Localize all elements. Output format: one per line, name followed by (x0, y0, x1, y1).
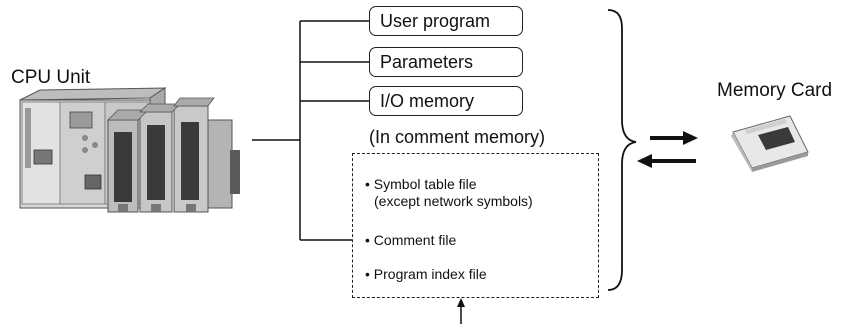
arrow-from-card-head (637, 154, 652, 168)
comment-memory-box (352, 153, 599, 298)
io-memory-label: I/O memory (380, 90, 475, 111)
user-program-label: User program (380, 10, 491, 31)
curly-brace (607, 9, 637, 291)
comment-file-name: Symbol table file (373, 176, 477, 192)
bullet-glyph: • (365, 176, 370, 192)
arrow-to-card-head (683, 131, 698, 145)
comment-file-item: • Symbol table file (except network symb… (365, 176, 533, 210)
io-memory-box: I/O memory (369, 86, 523, 116)
bullet-glyph: • (365, 266, 370, 282)
memory-card-illustration (731, 115, 809, 172)
bullet-glyph: • (365, 232, 370, 248)
comment-file-item: • Program index file (365, 266, 487, 283)
user-program-box: User program (369, 6, 523, 36)
comment-memory-label: (In comment memory) (369, 127, 546, 147)
parameters-box: Parameters (369, 47, 523, 77)
comment-file-name: Comment file (373, 232, 457, 248)
cpu-unit-label: CPU Unit (11, 67, 91, 88)
plc-illustration (19, 87, 240, 213)
comment-file-name: Program index file (373, 266, 487, 282)
comment-file-note: (except network symbols) (374, 193, 533, 209)
memory-card-label: Memory Card (717, 80, 833, 101)
comment-file-item: • Comment file (365, 232, 456, 249)
up-arrow-head (457, 298, 465, 307)
parameters-label: Parameters (380, 51, 474, 72)
